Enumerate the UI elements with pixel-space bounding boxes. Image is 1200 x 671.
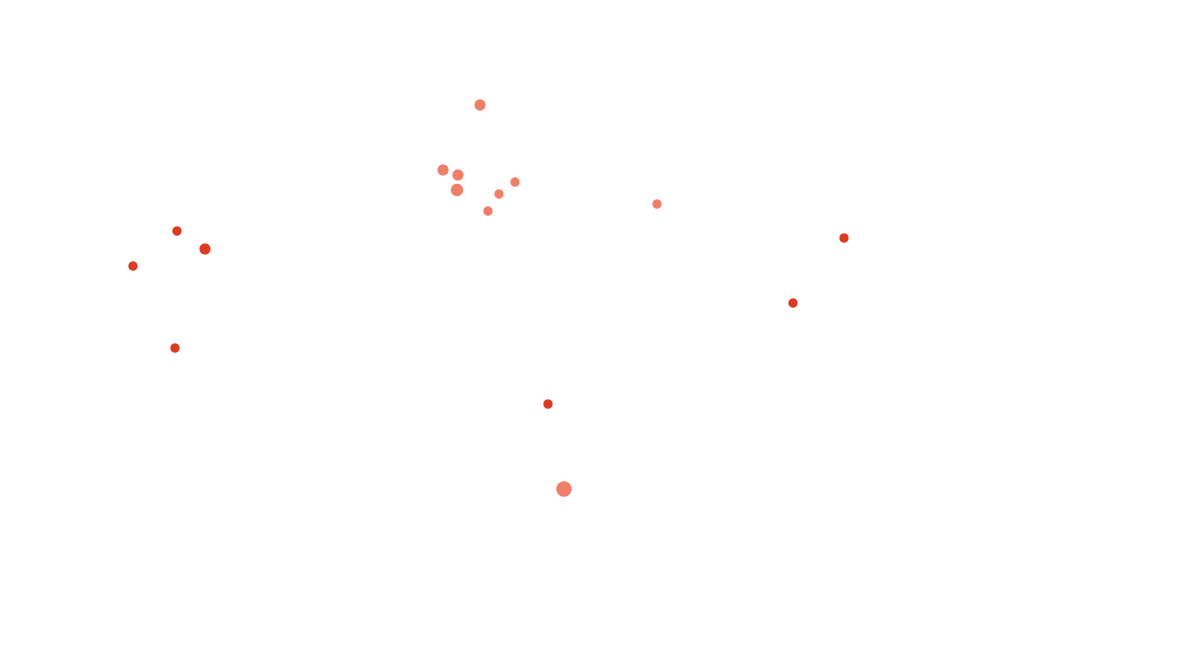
marker-light-4[interactable]	[450, 183, 464, 197]
marker-strong-4[interactable]	[170, 343, 180, 353]
marker-light-3[interactable]	[452, 169, 464, 181]
marker-light-8[interactable]	[652, 199, 662, 209]
marker-light-9[interactable]	[556, 481, 572, 497]
light-markers-layer	[437, 99, 662, 497]
marker-strong-1[interactable]	[172, 226, 182, 236]
marker-strong-3[interactable]	[128, 261, 138, 271]
marker-strong-7[interactable]	[543, 399, 553, 409]
marker-light-5[interactable]	[510, 177, 520, 187]
marker-light-2[interactable]	[437, 164, 449, 176]
marker-strong-2[interactable]	[199, 243, 211, 255]
marker-strong-6[interactable]	[788, 298, 798, 308]
marker-light-7[interactable]	[483, 206, 493, 216]
marker-light-6[interactable]	[494, 189, 504, 199]
strong-markers-layer	[128, 226, 849, 409]
marker-light-1[interactable]	[474, 99, 486, 111]
marker-strong-5[interactable]	[839, 233, 849, 243]
